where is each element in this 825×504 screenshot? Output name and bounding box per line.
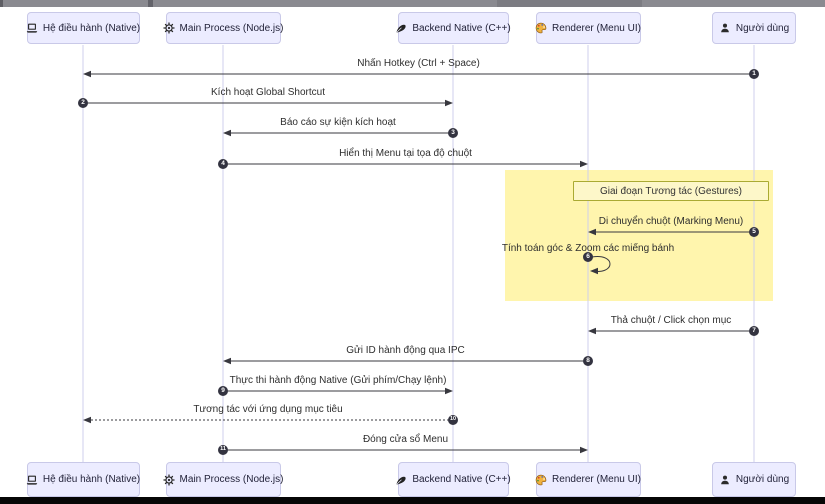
arrowhead xyxy=(223,357,231,365)
sequence-number-badge-6: 6 xyxy=(583,252,593,262)
participant-label: Hệ điều hành (Native) xyxy=(42,22,141,34)
bottom-black-bar xyxy=(0,497,825,504)
participant-box-backend-bottom: Backend Native (C++) xyxy=(395,462,511,497)
arrowhead xyxy=(83,70,91,78)
participant-box-backend-top: Backend Native (C++) xyxy=(395,12,511,44)
message-label-11: Đóng cửa sổ Menu xyxy=(362,434,449,445)
laptop-icon xyxy=(26,474,38,486)
sequence-number-badge-2: 2 xyxy=(78,98,88,108)
arrowhead xyxy=(445,99,453,107)
arrowhead xyxy=(223,129,231,137)
sequence-number-badge-4: 4 xyxy=(218,159,228,169)
palette-icon xyxy=(535,22,547,34)
participant-label: Hệ điều hành (Native) xyxy=(42,474,141,485)
gear-icon xyxy=(162,473,175,486)
message-label-5: Di chuyển chuột (Marking Menu) xyxy=(598,216,744,227)
participant-box-main-bottom: Main Process (Node.js) xyxy=(162,462,284,497)
participant-label: Backend Native (C++) xyxy=(412,474,511,485)
participant-box-os-top: Hệ điều hành (Native) xyxy=(26,12,141,44)
participant-label: Renderer (Menu UI) xyxy=(552,474,641,485)
arrowhead xyxy=(83,416,91,424)
sequence-number-badge-10: 10 xyxy=(448,415,458,425)
message-label-9: Thực thi hành động Native (Gửi phím/Chạy… xyxy=(229,375,447,386)
participant-label: Main Process (Node.js) xyxy=(179,22,284,34)
participant-box-renderer-top: Renderer (Menu UI) xyxy=(535,12,641,44)
sequence-number-badge-8: 8 xyxy=(583,356,593,366)
message-label-6: Tính toán góc & Zoom các miếng bánh xyxy=(501,243,675,254)
arrowhead xyxy=(590,267,598,275)
message-label-8: Gửi ID hành động qua IPC xyxy=(346,345,465,356)
sequence-number-badge-11: 11 xyxy=(218,445,228,455)
sequence-number-badge-7: 7 xyxy=(749,326,759,336)
participant-label: Backend Native (C++) xyxy=(412,22,511,34)
sequence-number-badge-3: 3 xyxy=(448,128,458,138)
message-label-10: Tương tác với ứng dụng mục tiêu xyxy=(193,404,343,415)
participant-box-main-top: Main Process (Node.js) xyxy=(162,12,284,44)
arrowhead xyxy=(445,387,453,395)
message-label-7: Thả chuột / Click chọn mục xyxy=(610,315,732,326)
participant-label: Người dùng xyxy=(735,22,790,34)
message-label-3: Báo cáo sự kiện kích hoạt xyxy=(280,117,396,128)
message-label-4: Hiển thị Menu tại tọa độ chuột xyxy=(339,148,472,159)
message-label-1: Nhấn Hotkey (Ctrl + Space) xyxy=(357,58,480,69)
arrowhead xyxy=(580,160,588,168)
pen-icon xyxy=(395,22,407,34)
arrowhead xyxy=(580,446,588,454)
participant-label: Main Process (Node.js) xyxy=(179,474,284,485)
participant-box-user-top: Người dùng xyxy=(712,12,796,44)
window-chrome-bar xyxy=(0,0,825,7)
highlight-label: Giai đoạn Tương tác (Gestures) xyxy=(573,181,769,201)
chrome-segment xyxy=(148,0,153,7)
sequence-number-badge-1: 1 xyxy=(749,69,759,79)
participant-box-renderer-bottom: Renderer (Menu UI) xyxy=(535,462,641,497)
user-icon xyxy=(719,474,731,486)
chrome-segment xyxy=(497,0,642,7)
sequence-number-badge-9: 9 xyxy=(218,386,228,396)
participant-label: Renderer (Menu UI) xyxy=(552,22,641,34)
sequence-number-badge-5: 5 xyxy=(749,227,759,237)
pen-icon xyxy=(395,474,407,486)
message-label-2: Kích hoạt Global Shortcut xyxy=(211,87,325,98)
palette-icon xyxy=(535,474,547,486)
user-icon xyxy=(719,22,731,34)
gear-icon xyxy=(162,22,175,34)
participant-label: Người dùng xyxy=(735,474,790,485)
laptop-icon xyxy=(26,22,38,34)
participant-box-user-bottom: Người dùng xyxy=(712,462,796,497)
arrowhead xyxy=(588,327,596,335)
participant-box-os-bottom: Hệ điều hành (Native) xyxy=(26,462,141,497)
arrowhead xyxy=(588,228,596,236)
chrome-segment xyxy=(0,0,3,7)
